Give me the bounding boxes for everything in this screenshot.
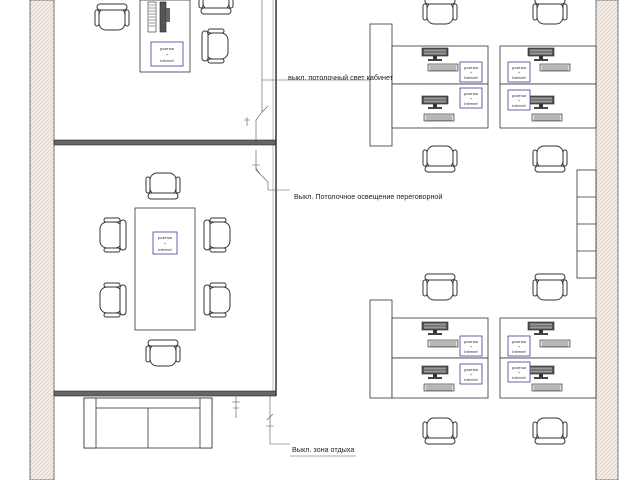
- svg-text:розетки: розетки: [464, 91, 478, 96]
- socket-box: розетки + internet: [459, 87, 483, 109]
- switch-office-light: [244, 0, 380, 140]
- office-pc: [147, 1, 170, 33]
- svg-text:internet: internet: [464, 349, 478, 354]
- wall-right: [595, 0, 619, 480]
- svg-text:+: +: [166, 52, 169, 57]
- switch-rest-zone: [232, 396, 290, 445]
- socket-box: розетки + internet: [507, 361, 531, 383]
- svg-text:internet: internet: [512, 75, 526, 80]
- svg-text:+: +: [518, 98, 521, 103]
- svg-text:internet: internet: [512, 349, 526, 354]
- svg-text:internet: internet: [464, 75, 478, 80]
- wall-left: [29, 0, 55, 480]
- svg-text:internet: internet: [464, 377, 478, 382]
- svg-text:розетки: розетки: [464, 339, 478, 344]
- switch-meeting-light: [252, 150, 290, 191]
- svg-text:+: +: [518, 370, 521, 375]
- svg-text:розетки: розетки: [158, 235, 172, 240]
- svg-text:internet: internet: [512, 103, 526, 108]
- socket-box: розетки + internet: [152, 231, 178, 255]
- socket-box: розетки + internet: [459, 335, 483, 357]
- workstations: [369, 23, 597, 399]
- label-office-light: выкл. потолочный свет кабинет: [288, 73, 394, 82]
- svg-text:internet: internet: [160, 58, 174, 63]
- sofa: [83, 397, 213, 449]
- socket-box: розетки + internet: [507, 89, 531, 111]
- socket-box: розетки + internet: [459, 61, 483, 83]
- wall-cabinet: [576, 169, 597, 279]
- svg-text:+: +: [518, 70, 521, 75]
- svg-text:розетки: розетки: [512, 93, 526, 98]
- svg-text:+: +: [470, 372, 473, 377]
- svg-text:розетки: розетки: [464, 65, 478, 70]
- svg-text:+: +: [470, 70, 473, 75]
- svg-text:+: +: [470, 96, 473, 101]
- svg-text:+: +: [164, 241, 167, 246]
- socket-box: розетки + internet: [150, 41, 184, 67]
- svg-text:internet: internet: [464, 101, 478, 106]
- socket-box: розетки + internet: [507, 335, 531, 357]
- socket-box: розетки + internet: [507, 61, 531, 83]
- label-rest-zone: Выкл. зона отдыха: [292, 445, 354, 454]
- meeting-room: розетки + internet: [99, 172, 231, 367]
- svg-text:розетки: розетки: [464, 367, 478, 372]
- svg-text:розетки: розетки: [512, 365, 526, 370]
- svg-text:розетки: розетки: [512, 65, 526, 70]
- socket-box: розетки + internet: [459, 363, 483, 385]
- svg-text:+: +: [518, 344, 521, 349]
- svg-text:internet: internet: [158, 247, 172, 252]
- socket-label: розетки: [160, 46, 174, 51]
- svg-text:розетки: розетки: [512, 339, 526, 344]
- label-meeting-light: Выкл. Потолочное освещение переговорной: [294, 192, 442, 201]
- svg-text:+: +: [470, 344, 473, 349]
- partition-office-bottom: [53, 139, 277, 146]
- office-room: розетки + internet: [94, 0, 234, 73]
- partition-meeting-bottom: [53, 390, 277, 397]
- svg-text:internet: internet: [512, 375, 526, 380]
- meeting-table: [134, 207, 196, 331]
